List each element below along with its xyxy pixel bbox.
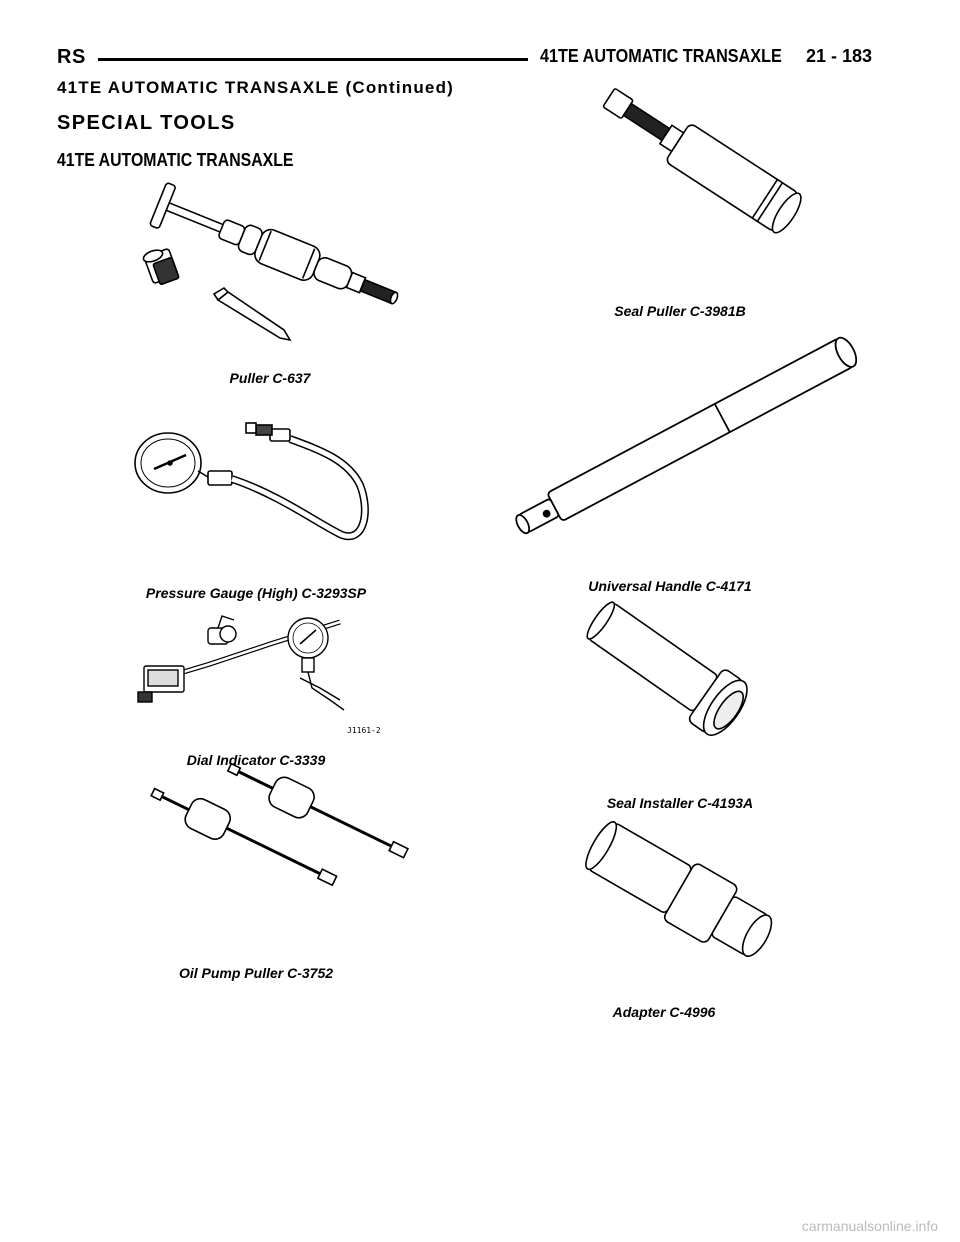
- header-title: 41TE AUTOMATIC TRANSAXLE: [540, 46, 782, 66]
- puller-illustration: [142, 182, 399, 342]
- adapter-illustration: [585, 821, 773, 957]
- dial-indicator-code: J1161-2: [347, 726, 381, 735]
- seal-installer-illustration: [586, 601, 748, 736]
- puller-caption: Puller C-637: [229, 370, 311, 386]
- oil-pump-puller-illustration: [150, 762, 409, 887]
- oil-pump-puller-caption: Oil Pump Puller C-3752: [178, 965, 334, 981]
- watermark: carmanualsonline.info: [801, 1218, 938, 1234]
- universal-handle-caption: Universal Handle C-4171: [588, 578, 752, 594]
- header-page-number: 21 - 183: [806, 46, 873, 66]
- header-vehicle-code: RS: [57, 46, 86, 68]
- seal-installer-caption: Seal Installer C-4193A: [606, 795, 754, 811]
- seal-puller-illustration: [602, 88, 802, 234]
- universal-handle-illustration: [515, 336, 858, 535]
- dial-indicator-caption: Dial Indicator C-3339: [186, 752, 326, 768]
- seal-puller-caption: Seal Puller C-3981B: [614, 303, 746, 319]
- dial-indicator-illustration: [137, 615, 345, 711]
- section-title: SPECIAL TOOLS: [57, 112, 236, 134]
- pressure-gauge-illustration: [134, 422, 369, 541]
- subsection-title: 41TE AUTOMATIC TRANSAXLE: [57, 150, 294, 170]
- header-rule: [98, 58, 528, 61]
- continued-heading: 41TE AUTOMATIC TRANSAXLE (Continued): [57, 78, 455, 97]
- adapter-caption: Adapter C-4996: [612, 1004, 716, 1020]
- pressure-gauge-caption: Pressure Gauge (High) C-3293SP: [145, 585, 367, 601]
